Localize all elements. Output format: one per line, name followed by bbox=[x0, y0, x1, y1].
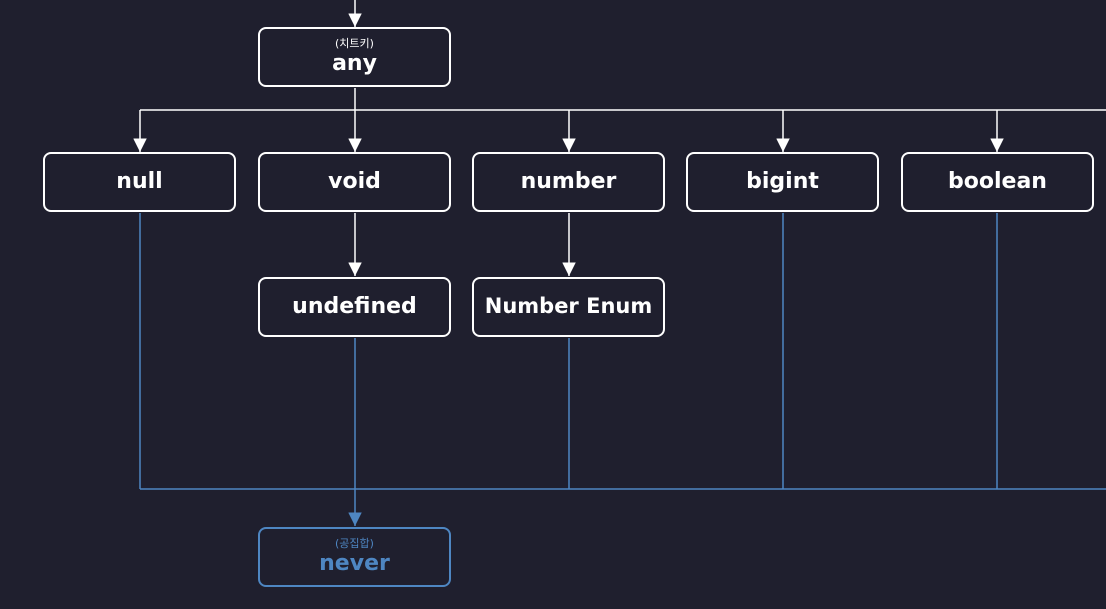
node-undefined: undefined bbox=[258, 277, 451, 337]
node-number: number bbox=[472, 152, 665, 212]
node-void-label: void bbox=[328, 168, 381, 194]
node-never-note: (공집합) bbox=[335, 536, 374, 550]
node-boolean-label: boolean bbox=[948, 168, 1047, 194]
node-bigint-label: bigint bbox=[746, 168, 819, 194]
node-null: null bbox=[43, 152, 236, 212]
node-boolean: boolean bbox=[901, 152, 1094, 212]
node-any-label: any bbox=[332, 50, 377, 76]
node-never: (공집합) never bbox=[258, 527, 451, 587]
node-number-enum: Number Enum bbox=[472, 277, 665, 337]
supertype-edges bbox=[133, 0, 1106, 276]
node-undefined-label: undefined bbox=[292, 293, 417, 319]
node-null-label: null bbox=[116, 168, 163, 194]
node-number-label: number bbox=[520, 168, 617, 194]
node-never-label: never bbox=[319, 550, 390, 576]
node-bigint: bigint bbox=[686, 152, 879, 212]
subtype-edges bbox=[139, 213, 1106, 526]
node-any: (치트키) any bbox=[258, 27, 451, 87]
node-number-enum-label: Number Enum bbox=[484, 294, 653, 319]
node-void: void bbox=[258, 152, 451, 212]
node-any-note: (치트키) bbox=[335, 36, 374, 50]
